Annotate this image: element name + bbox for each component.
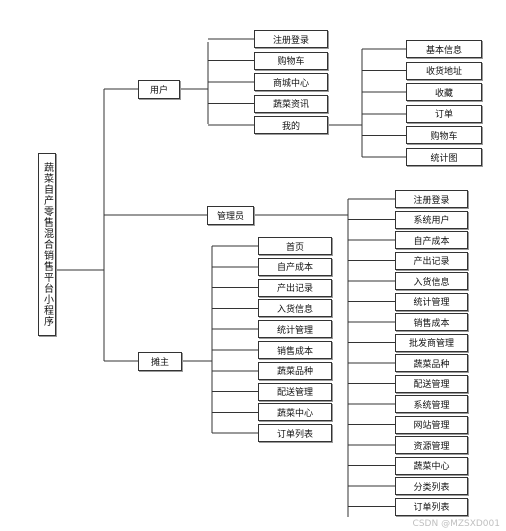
role-label-user: 用户 — [149, 86, 168, 96]
farmer-item-4: 统计管理 — [258, 320, 332, 339]
user-item-0: 注册登录 — [254, 30, 328, 48]
admin-item-14: 分类列表 — [395, 477, 468, 495]
admin-item-label: 注册登录 — [413, 195, 450, 206]
farmer-item-label: 销售成本 — [276, 346, 313, 357]
admin-item-label: 配送管理 — [413, 380, 450, 390]
farmer-item-7: 配送管理 — [258, 382, 332, 401]
admin-item-12: 资源管理 — [395, 436, 468, 454]
farmer-item-1: 自产成本 — [258, 257, 332, 276]
farmer-item-3: 入货信息 — [258, 299, 332, 318]
farmer-item-9: 订单列表 — [258, 424, 332, 443]
mine-item-2: 收藏 — [406, 83, 482, 102]
user-item-label: 商城中心 — [272, 78, 309, 89]
mine-item-1: 收货地址 — [406, 61, 482, 80]
admin-item-5: 统计管理 — [395, 292, 468, 311]
farmer-item-6: 蔬菜品种 — [258, 361, 332, 380]
admin-item-label: 网站管理 — [413, 421, 450, 431]
mine-item-0: 基本信息 — [406, 40, 482, 58]
admin-item-3: 产出记录 — [395, 251, 468, 270]
user-item-3: 蔬菜资讯 — [254, 94, 328, 113]
user-item-2: 商城中心 — [254, 73, 328, 91]
admin-item-8: 蔬菜品种 — [395, 354, 468, 372]
role-node-farmer: 摊主 — [138, 352, 182, 371]
user-item-label: 我的 — [281, 121, 300, 132]
admin-item-label: 批发商管理 — [408, 339, 454, 349]
mine-item-4: 购物车 — [406, 126, 482, 145]
farmer-item-label: 产出记录 — [276, 284, 313, 295]
root-label: 蔬菜自产零售混合销售平台小程序 — [41, 162, 53, 327]
user-item-label: 注册登录 — [272, 35, 309, 46]
farmer-item-label: 蔬菜中心 — [276, 408, 313, 419]
mine-item-label: 购物车 — [430, 131, 458, 142]
admin-item-label: 销售成本 — [413, 318, 450, 329]
farmer-item-5: 销售成本 — [258, 341, 332, 359]
mine-item-label: 收藏 — [434, 88, 453, 99]
farmer-item-label: 入货信息 — [276, 304, 313, 315]
farmer-item-label: 订单列表 — [276, 429, 313, 440]
farmer-item-label: 自产成本 — [276, 263, 313, 274]
mine-item-5: 统计图 — [406, 148, 482, 166]
farmer-item-label: 蔬菜品种 — [276, 367, 313, 378]
farmer-item-2: 产出记录 — [258, 278, 332, 297]
watermark: CSDN @MZSXD001 — [412, 519, 500, 529]
user-item-label: 蔬菜资讯 — [272, 100, 309, 110]
admin-item-7: 批发商管理 — [395, 333, 468, 352]
user-item-1: 购物车 — [254, 51, 328, 70]
farmer-item-8: 蔬菜中心 — [258, 403, 332, 422]
user-item-label: 购物车 — [277, 57, 305, 67]
farmer-item-label: 首页 — [285, 242, 304, 253]
admin-item-label: 蔬菜品种 — [413, 359, 450, 370]
admin-item-label: 资源管理 — [413, 441, 450, 452]
admin-item-label: 自产成本 — [413, 236, 450, 247]
mine-item-label: 基本信息 — [425, 45, 462, 56]
role-label-farmer: 摊主 — [150, 358, 169, 368]
admin-item-label: 产出记录 — [413, 257, 450, 267]
role-node-admin: 管理员 — [207, 206, 254, 225]
admin-item-6: 销售成本 — [395, 313, 468, 331]
admin-item-label: 订单列表 — [413, 503, 450, 513]
admin-item-11: 网站管理 — [395, 415, 468, 434]
admin-item-label: 蔬菜中心 — [413, 462, 450, 472]
farmer-item-label: 配送管理 — [276, 388, 313, 399]
admin-item-2: 自产成本 — [395, 231, 468, 249]
user-item-4: 我的 — [254, 116, 328, 134]
admin-item-label: 分类列表 — [413, 482, 450, 493]
mine-item-3: 订单 — [406, 104, 482, 123]
role-label-admin: 管理员 — [216, 212, 244, 222]
admin-item-label: 统计管理 — [413, 298, 450, 308]
admin-item-label: 入货信息 — [413, 277, 450, 288]
admin-item-4: 入货信息 — [395, 272, 468, 290]
admin-item-label: 系统用户 — [413, 216, 450, 226]
farmer-item-0: 首页 — [258, 237, 332, 255]
admin-item-9: 配送管理 — [395, 374, 468, 393]
role-node-user: 用户 — [138, 80, 180, 99]
admin-item-15: 订单列表 — [395, 497, 468, 516]
root-node: 蔬菜自产零售混合销售平台小程序 — [38, 153, 56, 336]
admin-item-0: 注册登录 — [395, 190, 468, 208]
mine-item-label: 订单 — [434, 110, 453, 121]
mine-item-label: 收货地址 — [425, 67, 462, 78]
admin-item-10: 系统管理 — [395, 395, 468, 413]
admin-item-13: 蔬菜中心 — [395, 456, 468, 475]
farmer-item-label: 统计管理 — [276, 325, 313, 336]
mine-item-label: 统计图 — [430, 153, 458, 164]
admin-item-label: 系统管理 — [413, 400, 450, 411]
admin-item-1: 系统用户 — [395, 210, 468, 229]
